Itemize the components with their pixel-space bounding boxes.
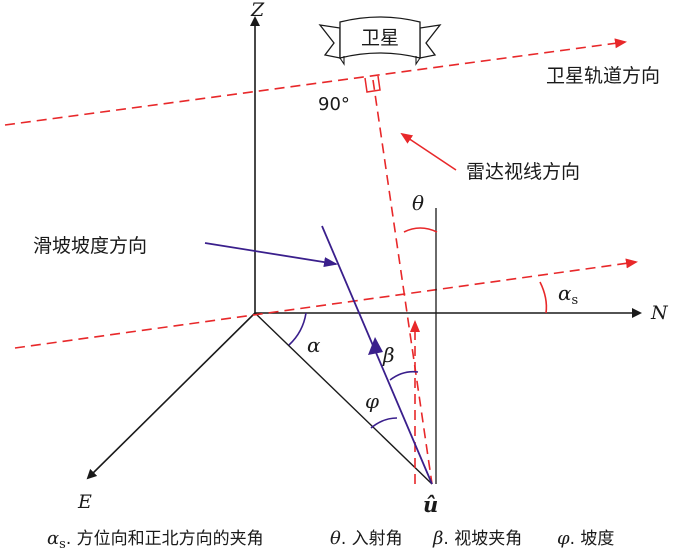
beta-arc (389, 370, 419, 381)
slope-arrowhead (368, 337, 383, 355)
legend-beta: β. 视坡夹角 (432, 528, 522, 549)
azimuth-line (14, 258, 638, 349)
right-angle-marker (364, 75, 381, 93)
alpha-s-label: αs (558, 281, 578, 308)
right-angle-label: 90° (318, 94, 350, 115)
radar-los-label: 雷达视线方向 (466, 161, 580, 183)
beta-label: β (382, 343, 395, 367)
theta-label: θ (412, 191, 424, 215)
legend: αs. 方位向和正北方向的夹角 θ. 入射角 β. 视坡夹角 φ. 坡度 (47, 528, 614, 552)
radar-los-callout (400, 132, 457, 171)
orbit-direction-label: 卫星轨道方向 (546, 65, 660, 87)
satellite-label: 卫星 (361, 27, 399, 49)
legend-theta: θ. 入射角 (330, 528, 403, 549)
radar-los-line (372, 79, 433, 485)
orbit-direction-line (4, 38, 627, 126)
z-axis-label: Z (250, 0, 265, 21)
phi-label: φ (365, 389, 379, 413)
alpha-s-arc (539, 281, 548, 314)
alpha-label: α (307, 333, 321, 357)
n-axis-label: N (650, 302, 669, 324)
e-axis (86, 312, 256, 480)
theta-arc (403, 227, 438, 233)
alpha-arc (288, 312, 307, 346)
slope-direction-callout (204, 242, 338, 268)
e-axis-label: E (77, 491, 92, 513)
phi-arc (370, 417, 398, 429)
slope-direction-label: 滑坡坡度方向 (33, 235, 147, 257)
legend-phi: φ. 坡度 (557, 528, 614, 549)
satellite-icon (318, 16, 442, 66)
legend-alpha-s: αs. 方位向和正北方向的夹角 (47, 528, 264, 552)
slope-direction-line (321, 225, 433, 485)
ground-line (254, 312, 433, 485)
unit-vector-label: û (423, 492, 438, 517)
